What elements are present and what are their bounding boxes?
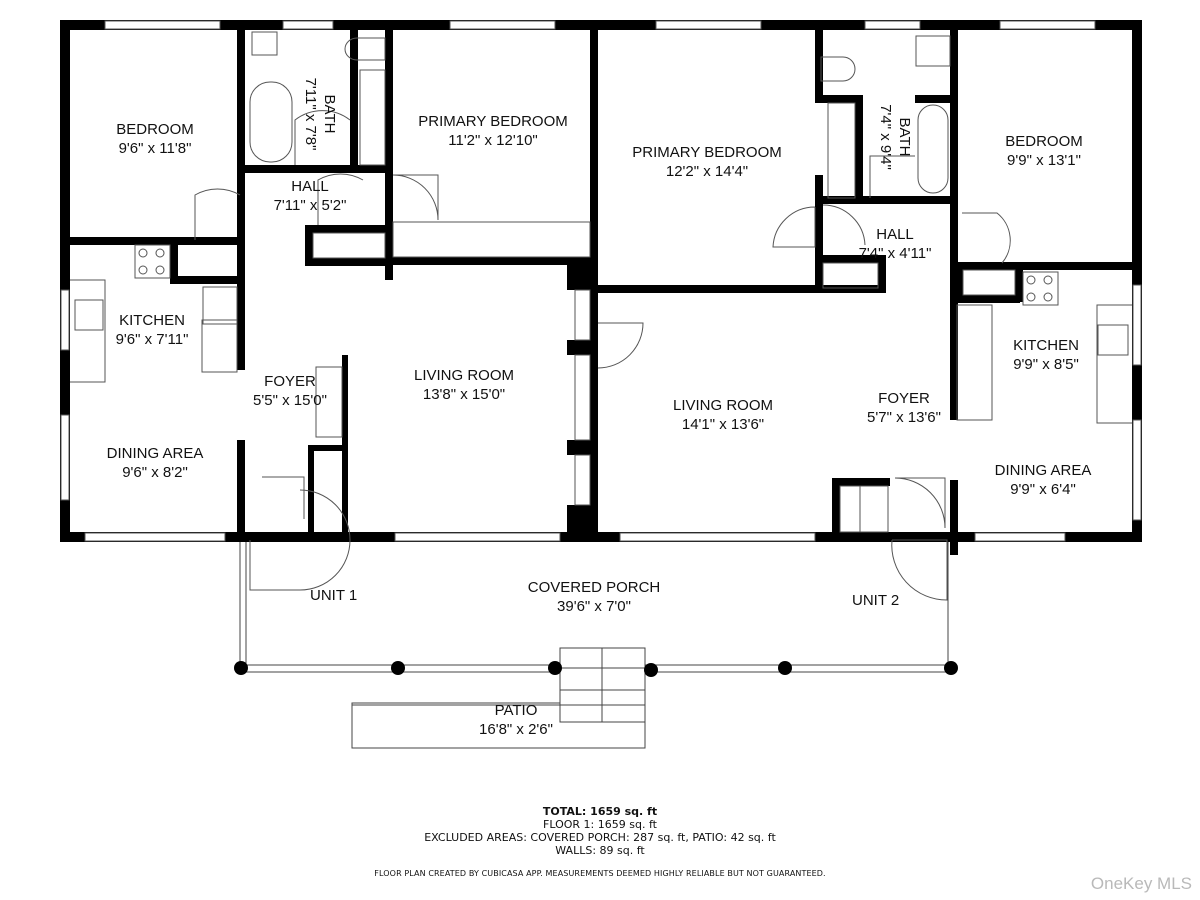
room-primary-bedroom-2: PRIMARY BEDROOM 12'2" x 14'4" [632,143,781,181]
room-dimensions: 9'6" x 7'11" [115,331,189,348]
porch-outline [239,542,955,749]
room-dimensions: 5'7" x 13'6" [867,409,941,426]
room-name: PRIMARY BEDROOM [632,144,782,161]
bathtub-icon [249,81,293,163]
bathtub-icon [917,104,949,194]
sink-icon [251,31,278,56]
room-name: HALL [291,178,329,195]
room-bath-1: BATH 7'11" x 7'8" [301,78,339,151]
room-dimensions: 7'4" x 4'11" [858,245,932,262]
room-dimensions: 11'2" x 12'10" [448,132,538,149]
room-covered-porch: COVERED PORCH 39'6" x 7'0" [528,578,661,616]
room-dimensions: 14'1" x 13'6" [681,416,765,433]
room-dimensions: 39'6" x 7'0" [557,598,631,615]
sink-icon [915,35,951,67]
unit-1-label: UNIT 1 [310,587,358,604]
door-swings [194,110,1011,601]
room-kitchen-2: KITCHEN 9'9" x 8'5" [1013,336,1079,374]
sink-icon [1097,324,1129,356]
room-name: BATH [321,94,338,134]
room-name: HALL [876,226,914,243]
floor-1-area: FLOOR 1: 1659 sq. ft [543,818,657,831]
total-area: TOTAL: 1659 sq. ft [542,805,658,818]
room-hall-1: HALL 7'11" x 5'2" [274,177,347,215]
room-kitchen-1: KITCHEN 9'6" x 7'11" [116,311,189,349]
porch-posts [234,661,958,677]
room-living-room-2: LIVING ROOM 14'1" x 13'6" [673,396,773,434]
room-name: KITCHEN [119,312,185,329]
exterior-walls [60,20,1142,542]
room-bedroom-1: BEDROOM 9'6" x 11'8" [116,120,194,158]
room-dining-area-1: DINING AREA 9'6" x 8'2" [107,444,204,482]
sink-icon [74,299,104,331]
disclaimer: FLOOR PLAN CREATED BY CUBICASA APP. MEAS… [374,869,826,878]
stove-icon [1022,271,1059,306]
walls-area: WALLS: 89 sq. ft [555,844,645,857]
windows [60,20,1142,542]
excluded-areas: EXCLUDED AREAS: COVERED PORCH: 287 sq. f… [424,831,776,844]
room-name: FOYER [264,373,316,390]
room-name: LIVING ROOM [413,367,515,384]
unit-2-label: UNIT 2 [852,592,900,609]
room-dining-area-2: DINING AREA 9'9" x 6'4" [995,461,1092,499]
room-dimensions: 5'5" x 15'0" [253,392,327,409]
watermark-logo: OneKey MLS [1090,874,1192,893]
room-dimensions: 9'9" x 6'4" [1010,481,1076,498]
room-name: BATH [896,117,913,157]
room-dimensions: 16'8" x 2'6" [479,721,553,738]
room-bedroom-2: BEDROOM 9'9" x 13'1" [1005,132,1083,170]
toilet-icon [344,37,386,61]
area-summary: TOTAL: 1659 sq. ft FLOOR 1: 1659 sq. ft … [0,805,1200,857]
room-name: PATIO [494,702,538,719]
room-foyer-2: FOYER 5'7" x 13'6" [867,389,941,427]
room-dimensions: 9'9" x 13'1" [1007,152,1081,169]
room-name: FOYER [878,390,930,407]
room-dimensions: 7'4" x 9'4" [877,104,894,170]
room-bath-2: BATH 7'4" x 9'4" [876,104,914,170]
room-dimensions: 9'6" x 8'2" [122,464,188,481]
room-dimensions: 9'9" x 8'5" [1013,356,1079,373]
room-foyer-1: FOYER 5'5" x 15'0" [253,372,327,410]
room-dimensions: 9'6" x 11'8" [118,140,192,157]
room-name: PRIMARY BEDROOM [418,113,568,130]
toilet-icon [820,56,856,82]
fixtures [70,31,1132,533]
room-name: KITCHEN [1013,337,1079,354]
interior-walls [60,20,1142,555]
room-name: DINING AREA [994,462,1092,479]
room-dimensions: 7'11" x 5'2" [273,197,347,214]
room-name: LIVING ROOM [672,397,774,414]
room-primary-bedroom-1: PRIMARY BEDROOM 11'2" x 12'10" [418,112,567,150]
room-patio: PATIO 16'8" x 2'6" [479,701,553,739]
room-name: COVERED PORCH [527,579,661,596]
room-hall-2: HALL 7'4" x 4'11" [859,225,932,263]
room-dimensions: 12'2" x 14'4" [665,163,749,180]
room-name: DINING AREA [106,445,204,462]
room-name: BEDROOM [1005,133,1083,150]
room-dimensions: 13'8" x 15'0" [422,386,506,403]
room-dimensions: 7'11" x 7'8" [302,77,319,151]
room-name: BEDROOM [116,121,194,138]
stove-icon [134,244,171,279]
room-living-room-1: LIVING ROOM 13'8" x 15'0" [414,366,514,404]
